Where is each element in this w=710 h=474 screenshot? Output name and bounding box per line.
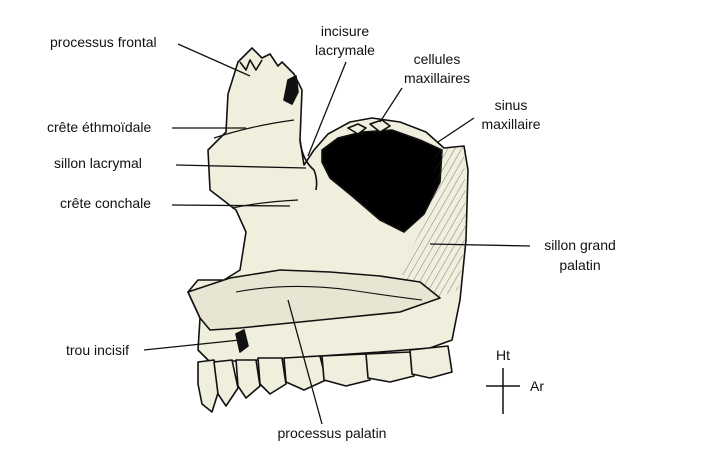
conchal-crest-line (231, 199, 299, 209)
labels: processus frontal crête éthmoïdale sillo… (47, 23, 616, 441)
maxillary-sinus-opening (321, 129, 443, 233)
label-cellules-maxillaires-2: maxillaires (404, 70, 470, 86)
tooth-7 (365, 351, 415, 383)
leader-processus-frontal (177, 43, 251, 77)
tooth-3 (235, 359, 261, 399)
leader-cellules-maxillaires (379, 87, 403, 123)
tooth-2 (213, 359, 239, 407)
label-trou-incisif: trou incisif (66, 342, 129, 358)
label-sillon-grand-palatin-2: palatin (559, 257, 600, 273)
leader-trou-incisif (143, 339, 241, 351)
label-processus-frontal: processus frontal (50, 34, 157, 50)
frontal-foramen (283, 75, 299, 105)
orientation-indicator: Ht Ar (486, 347, 544, 414)
incisive-foramen (235, 329, 249, 353)
orientation-back-label: Ar (530, 378, 544, 394)
maxillary-cell-b (369, 119, 391, 133)
tooth-4 (257, 357, 287, 395)
label-cellules-maxillaires-1: cellules (414, 51, 461, 67)
leader-processus-palatin (287, 299, 323, 425)
leader-sinus-maxillaire (437, 117, 475, 143)
tooth-5 (283, 355, 327, 391)
leader-lines (143, 43, 531, 425)
label-incisure-lacrymale-2: lacrymale (315, 42, 375, 58)
ethmoidal-crest-line (213, 119, 295, 139)
label-crete-ethmoidale: crête éthmoïdale (47, 119, 151, 135)
label-sillon-lacrymal: sillon lacrymal (54, 155, 142, 171)
leader-crete-conchale (171, 204, 291, 207)
label-sillon-grand-palatin-1: sillon grand (544, 237, 616, 253)
leader-sillon-lacrymal (175, 164, 307, 169)
lacrimal-notch-shape (299, 139, 318, 191)
frontal-process-crest (239, 59, 263, 71)
greater-palatine-groove-area (400, 146, 466, 300)
label-crete-conchale: crête conchale (60, 195, 151, 211)
leader-sillon-grand-palatin (429, 243, 531, 247)
label-incisure-lacrymale-1: incisure (321, 23, 369, 39)
orientation-up-label: Ht (496, 347, 510, 363)
maxillary-cell-a (347, 123, 367, 135)
label-processus-palatin: processus palatin (278, 425, 387, 441)
teeth-row (197, 345, 453, 413)
label-sinus-maxillaire-1: sinus (495, 97, 528, 113)
leader-incisure-lacrymale (307, 61, 347, 157)
tooth-8 (409, 345, 453, 379)
maxilla-bone (187, 47, 469, 413)
tooth-6 (321, 353, 371, 387)
label-sinus-maxillaire-2: maxillaire (481, 116, 540, 132)
palatine-process-shape (187, 269, 441, 331)
palatine-process-edge (235, 285, 423, 301)
